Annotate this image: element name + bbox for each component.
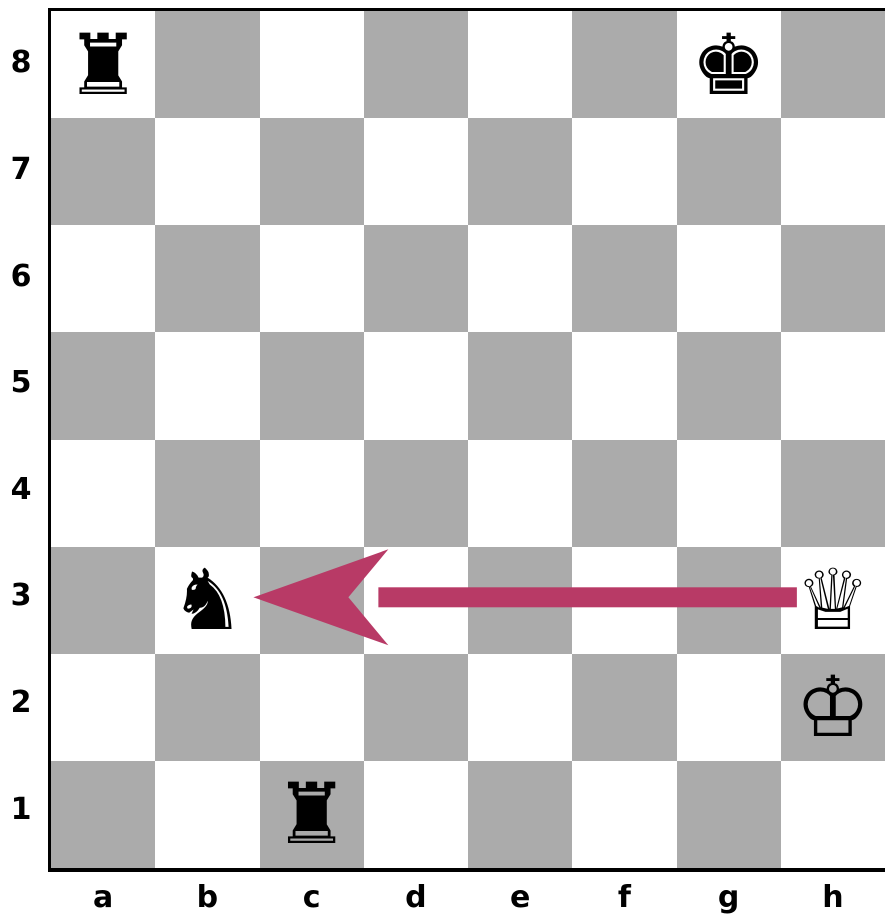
file-label-a: a	[51, 880, 155, 915]
square-a8[interactable]: ♜	[51, 11, 155, 118]
square-e8[interactable]	[468, 11, 572, 118]
square-f4[interactable]	[572, 440, 676, 547]
square-a4[interactable]	[51, 440, 155, 547]
square-b5[interactable]	[155, 332, 259, 439]
black-rook-icon[interactable]: ♜	[65, 23, 140, 107]
square-g7[interactable]	[677, 118, 781, 225]
square-d1[interactable]	[364, 761, 468, 868]
square-f2[interactable]	[572, 654, 676, 761]
square-c6[interactable]	[260, 225, 364, 332]
rank-label-4: 4	[0, 472, 42, 507]
file-label-h: h	[781, 880, 885, 915]
square-f1[interactable]	[572, 761, 676, 868]
file-label-e: e	[468, 880, 572, 915]
square-g5[interactable]	[677, 332, 781, 439]
square-e5[interactable]	[468, 332, 572, 439]
square-f8[interactable]	[572, 11, 676, 118]
rank-label-7: 7	[0, 152, 42, 187]
square-b8[interactable]	[155, 11, 259, 118]
square-d6[interactable]	[364, 225, 468, 332]
white-queen-icon[interactable]: ♕	[795, 558, 870, 642]
square-h4[interactable]	[781, 440, 885, 547]
square-c5[interactable]	[260, 332, 364, 439]
square-d4[interactable]	[364, 440, 468, 547]
chess-board: ♜ ♚ ♞ ♕ ♔ ♜	[48, 8, 885, 872]
square-h2[interactable]: ♔	[781, 654, 885, 761]
square-f6[interactable]	[572, 225, 676, 332]
square-g6[interactable]	[677, 225, 781, 332]
square-c7[interactable]	[260, 118, 364, 225]
square-g8[interactable]: ♚	[677, 11, 781, 118]
square-g1[interactable]	[677, 761, 781, 868]
square-h3[interactable]: ♕	[781, 547, 885, 654]
square-b4[interactable]	[155, 440, 259, 547]
square-e6[interactable]	[468, 225, 572, 332]
rank-label-5: 5	[0, 365, 42, 400]
square-b3[interactable]: ♞	[155, 547, 259, 654]
square-b1[interactable]	[155, 761, 259, 868]
square-b2[interactable]	[155, 654, 259, 761]
square-e7[interactable]	[468, 118, 572, 225]
square-c2[interactable]	[260, 654, 364, 761]
rank-label-1: 1	[0, 792, 42, 827]
file-label-g: g	[677, 880, 781, 915]
black-knight-icon[interactable]: ♞	[170, 558, 245, 642]
square-f7[interactable]	[572, 118, 676, 225]
square-c8[interactable]	[260, 11, 364, 118]
square-e1[interactable]	[468, 761, 572, 868]
square-b6[interactable]	[155, 225, 259, 332]
square-g2[interactable]	[677, 654, 781, 761]
square-a3[interactable]	[51, 547, 155, 654]
square-d7[interactable]	[364, 118, 468, 225]
square-a7[interactable]	[51, 118, 155, 225]
square-f5[interactable]	[572, 332, 676, 439]
rank-label-8: 8	[0, 45, 42, 80]
square-h5[interactable]	[781, 332, 885, 439]
black-king-icon[interactable]: ♚	[691, 23, 766, 107]
square-d5[interactable]	[364, 332, 468, 439]
square-h1[interactable]	[781, 761, 885, 868]
square-c1[interactable]: ♜	[260, 761, 364, 868]
square-g4[interactable]	[677, 440, 781, 547]
square-h7[interactable]	[781, 118, 885, 225]
square-a1[interactable]	[51, 761, 155, 868]
square-f3[interactable]	[572, 547, 676, 654]
square-d8[interactable]	[364, 11, 468, 118]
rank-label-3: 3	[0, 578, 42, 613]
rank-label-2: 2	[0, 685, 42, 720]
square-e2[interactable]	[468, 654, 572, 761]
file-label-d: d	[364, 880, 468, 915]
rank-label-6: 6	[0, 259, 42, 294]
square-d2[interactable]	[364, 654, 468, 761]
square-c3[interactable]	[260, 547, 364, 654]
square-d3[interactable]	[364, 547, 468, 654]
file-label-b: b	[155, 880, 259, 915]
square-e3[interactable]	[468, 547, 572, 654]
file-label-c: c	[260, 880, 364, 915]
square-g3[interactable]	[677, 547, 781, 654]
square-c4[interactable]	[260, 440, 364, 547]
file-label-f: f	[572, 880, 676, 915]
square-a2[interactable]	[51, 654, 155, 761]
white-king-icon[interactable]: ♔	[795, 665, 870, 749]
black-rook-icon[interactable]: ♜	[274, 772, 349, 856]
square-b7[interactable]	[155, 118, 259, 225]
square-h6[interactable]	[781, 225, 885, 332]
square-e4[interactable]	[468, 440, 572, 547]
square-h8[interactable]	[781, 11, 885, 118]
square-a6[interactable]	[51, 225, 155, 332]
square-a5[interactable]	[51, 332, 155, 439]
